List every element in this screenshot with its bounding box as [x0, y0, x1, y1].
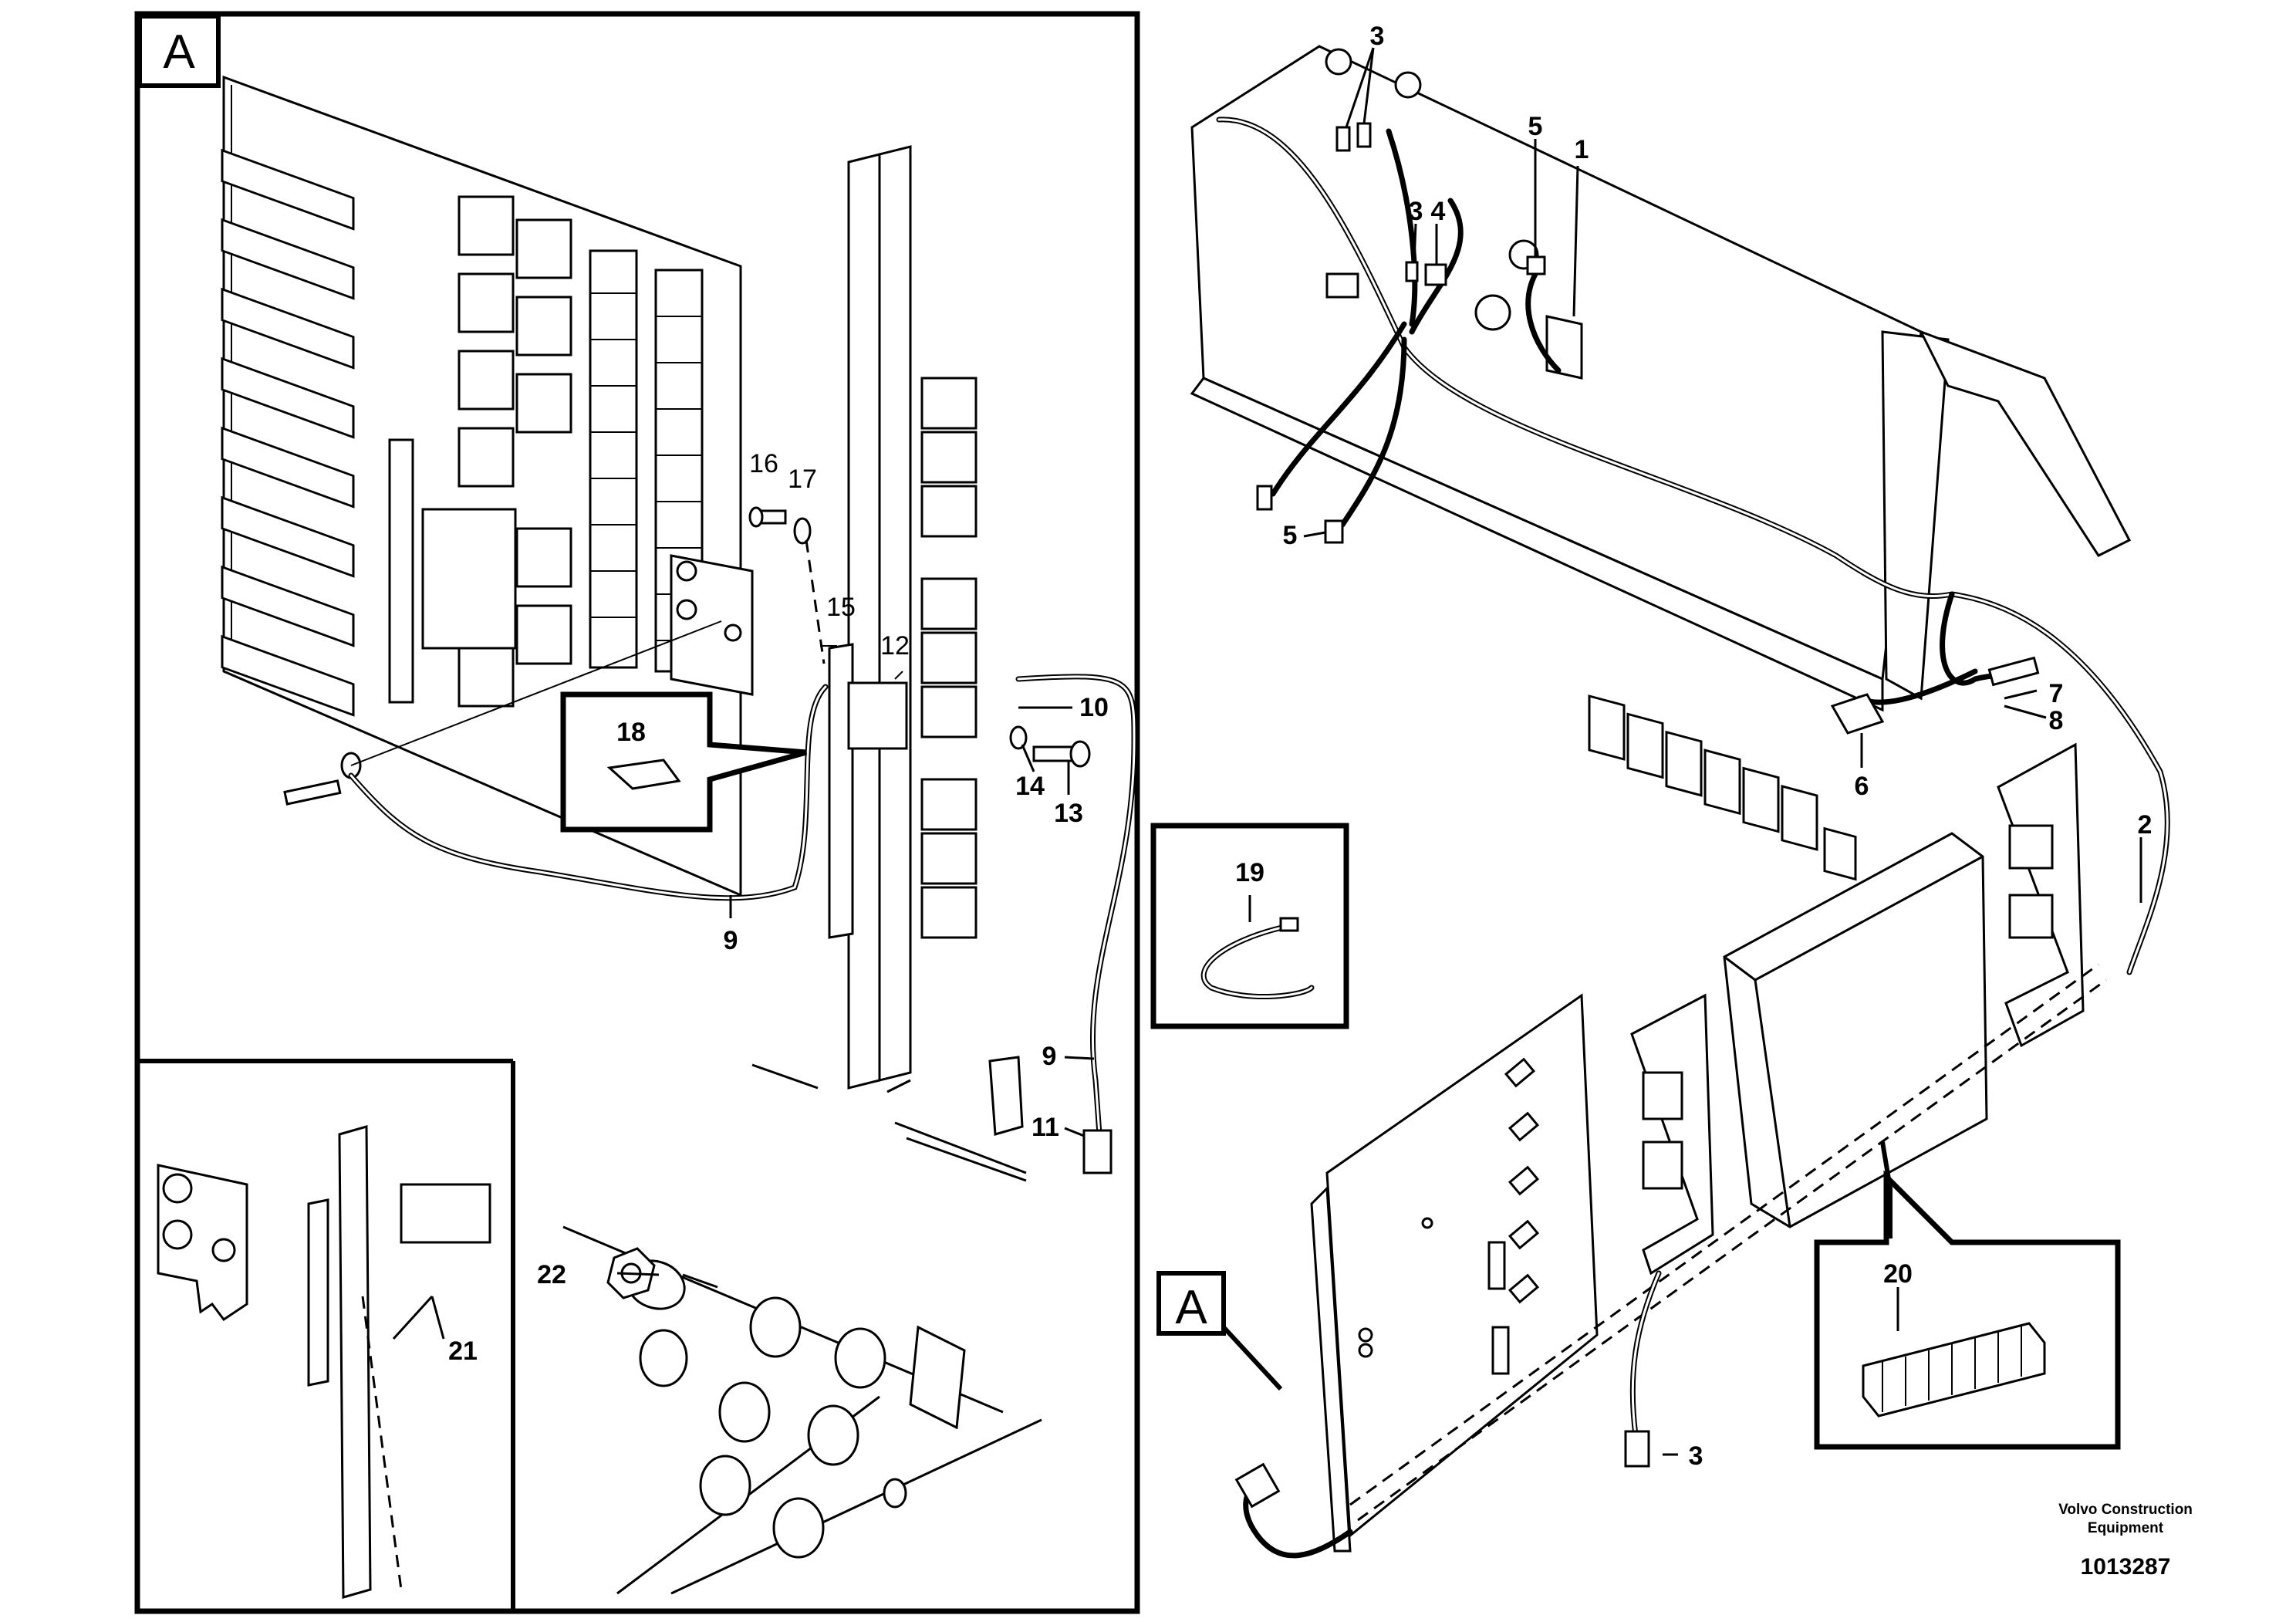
- board-plug: [421, 508, 517, 650]
- callout-22: 22: [537, 1260, 566, 1289]
- washer-14: [1009, 725, 1028, 750]
- callout-3-mid: 3: [1409, 197, 1423, 226]
- panel-connector: [1325, 272, 1359, 299]
- detail-label-a: A: [163, 25, 195, 79]
- terminal-block: [828, 643, 854, 939]
- drawing-number: 1013287: [2081, 1554, 2171, 1580]
- inset-19: [1150, 823, 1349, 1029]
- inset-21-detail: [157, 1125, 491, 1599]
- callout-16: 16: [749, 449, 778, 478]
- detail-a-frame: [134, 11, 1140, 1614]
- inset-20: [1814, 1170, 2121, 1450]
- company-name-line2: Equipment: [2088, 1520, 2164, 1536]
- callout-7: 7: [2049, 679, 2064, 708]
- callout-18: 18: [616, 718, 646, 747]
- callout-14: 14: [1015, 772, 1045, 801]
- callout-19: 19: [1235, 858, 1264, 887]
- connector-3-lower: [1624, 1430, 1650, 1468]
- callout-9-right: 9: [1042, 1042, 1057, 1071]
- connector-5: [1526, 255, 1546, 275]
- callout-9-left: 9: [724, 926, 738, 955]
- detail-a-pointer: [1156, 1271, 1283, 1391]
- screw-13: [1032, 740, 1091, 768]
- connector-3: [1335, 126, 1351, 152]
- connector-5: [1324, 519, 1344, 544]
- connector-11: [1082, 1129, 1113, 1174]
- detail-pointer-label-a: A: [1175, 1281, 1207, 1334]
- connector-3: [1356, 122, 1372, 148]
- panel-knob: [1394, 71, 1422, 99]
- cable-9-right: [1015, 674, 1137, 1174]
- connector-6: [1830, 693, 1885, 735]
- screw-leader: [805, 539, 826, 664]
- callout-3-bottom: 3: [1689, 1441, 1703, 1471]
- board-relays: [458, 195, 572, 708]
- instrument-panel: [1190, 45, 2132, 881]
- callout-6: 6: [1855, 772, 1869, 801]
- connector-7: [1987, 656, 2040, 687]
- leader-lines: [616, 47, 2142, 1456]
- connector-3: [1405, 261, 1419, 282]
- callout-13: 13: [1054, 799, 1083, 828]
- company-name-line1: Volvo Construction: [2058, 1502, 2193, 1518]
- control-board: [221, 75, 754, 897]
- grommet-panel: [562, 1225, 1042, 1595]
- clip-bracket: [988, 1056, 1024, 1136]
- callout-1: 1: [1575, 135, 1589, 164]
- callout-15: 15: [826, 593, 856, 622]
- ground-cable: [283, 620, 829, 901]
- relay-12: [847, 681, 908, 750]
- switch-1: [1545, 315, 1583, 380]
- electronic-module: [1234, 742, 2107, 1559]
- callout-11: 11: [1032, 1113, 1059, 1142]
- callout-20: 20: [1883, 1259, 1913, 1289]
- fuse-holders: [920, 377, 977, 939]
- callout-10: 10: [1079, 693, 1109, 722]
- callout-3-top: 3: [1370, 22, 1385, 51]
- panel-displays: [1588, 694, 1857, 881]
- washer-17: [793, 517, 812, 545]
- screw-16: [748, 506, 787, 528]
- panel-knob: [1325, 48, 1352, 76]
- connector-4: [1424, 263, 1447, 286]
- connector-5: [1256, 485, 1273, 511]
- callout-5-top: 5: [1528, 112, 1543, 141]
- panel-harness: [1216, 117, 2170, 975]
- callout-12: 12: [880, 631, 910, 661]
- board-ic: [388, 438, 414, 704]
- callout-2: 2: [2138, 810, 2152, 840]
- fuse-rail: [828, 145, 977, 1093]
- callout-4: 4: [1431, 197, 1446, 226]
- callout-5-bottom: 5: [1283, 521, 1298, 550]
- callout-17: 17: [788, 465, 817, 494]
- callout-8: 8: [2049, 706, 2064, 735]
- inset-18: [560, 691, 807, 833]
- callout-21: 21: [448, 1336, 478, 1366]
- board-edge-connectors: [221, 148, 355, 717]
